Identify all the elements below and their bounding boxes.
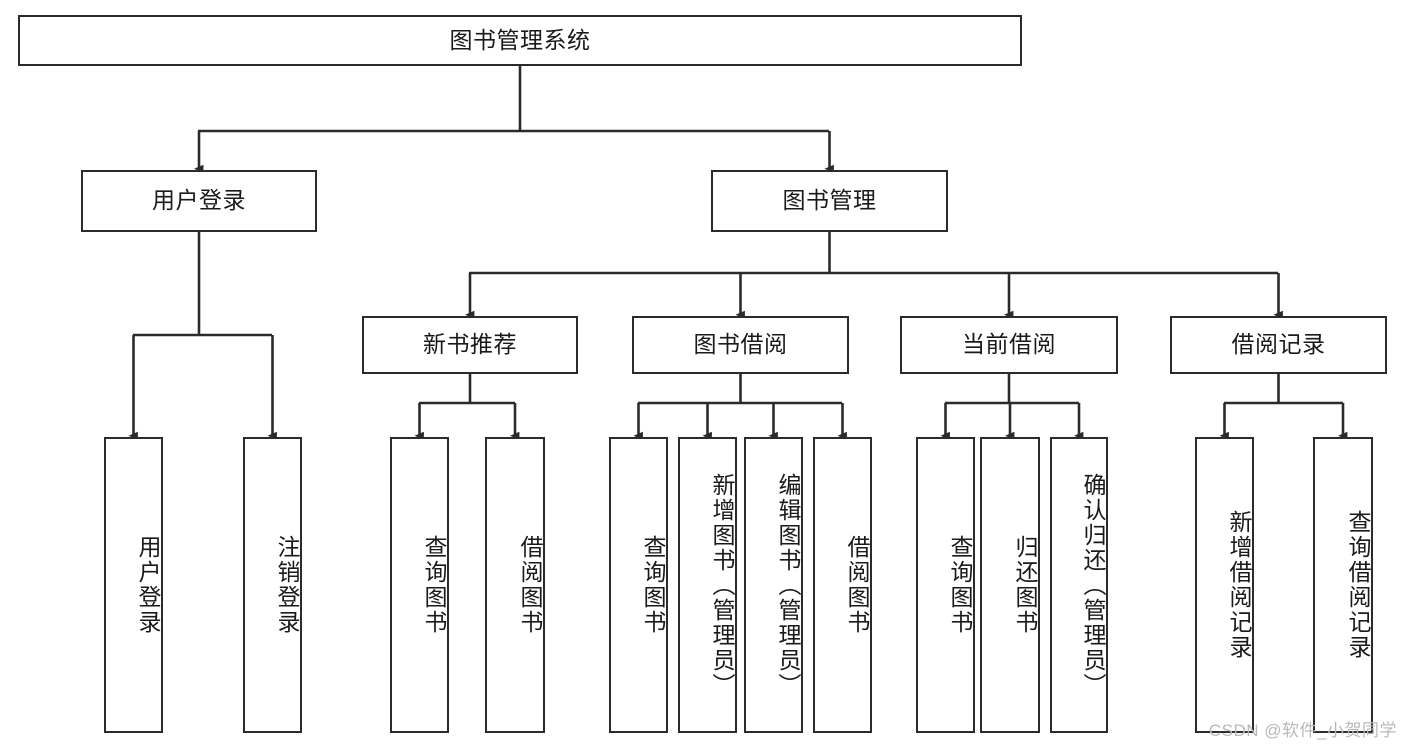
node-l9[interactable]: 查询图书 [916, 437, 975, 733]
node-bookmgmt[interactable]: 图书管理 [711, 170, 948, 232]
node-label: 当前借阅 [962, 331, 1056, 358]
node-records[interactable]: 借阅记录 [1170, 316, 1387, 374]
node-label: 查询图书 [640, 535, 666, 635]
node-label: 归还图书 [1012, 535, 1038, 635]
node-label: 查询图书 [421, 535, 447, 635]
node-l11[interactable]: 确认归还（管理员） [1050, 437, 1108, 733]
node-label: 确认归还（管理员） [1080, 472, 1106, 698]
node-l3[interactable]: 查询图书 [390, 437, 449, 733]
node-current[interactable]: 当前借阅 [900, 316, 1118, 374]
node-label: 借阅图书 [844, 535, 870, 635]
node-label: 编辑图书（管理员） [775, 472, 801, 698]
node-label: 图书借阅 [693, 331, 788, 358]
node-l4[interactable]: 借阅图书 [485, 437, 545, 733]
node-label: 注销登录 [274, 535, 300, 635]
node-borrow[interactable]: 图书借阅 [632, 316, 849, 374]
node-label: 借阅图书 [517, 535, 543, 635]
node-label: 新增图书（管理员） [709, 472, 735, 698]
node-newbook[interactable]: 新书推荐 [362, 316, 578, 374]
node-label: 用户登录 [152, 187, 246, 214]
node-login[interactable]: 用户登录 [81, 170, 317, 232]
node-label: 图书管理系统 [449, 26, 591, 53]
node-label: 查询借阅记录 [1345, 510, 1371, 660]
node-l6[interactable]: 新增图书（管理员） [678, 437, 737, 733]
node-l10[interactable]: 归还图书 [980, 437, 1040, 733]
node-label: 用户登录 [135, 535, 161, 635]
node-label: 借阅记录 [1231, 331, 1326, 358]
node-l13[interactable]: 查询借阅记录 [1313, 437, 1373, 733]
node-label: 图书管理 [782, 187, 877, 214]
node-l12[interactable]: 新增借阅记录 [1195, 437, 1254, 733]
node-root[interactable]: 图书管理系统 [18, 15, 1022, 66]
node-l1[interactable]: 用户登录 [104, 437, 163, 733]
node-l5[interactable]: 查询图书 [609, 437, 668, 733]
node-label: 新增借阅记录 [1226, 510, 1252, 660]
node-label: 查询图书 [947, 535, 973, 635]
node-l2[interactable]: 注销登录 [243, 437, 302, 733]
node-l8[interactable]: 借阅图书 [813, 437, 872, 733]
node-l7[interactable]: 编辑图书（管理员） [744, 437, 803, 733]
node-label: 新书推荐 [423, 331, 517, 358]
